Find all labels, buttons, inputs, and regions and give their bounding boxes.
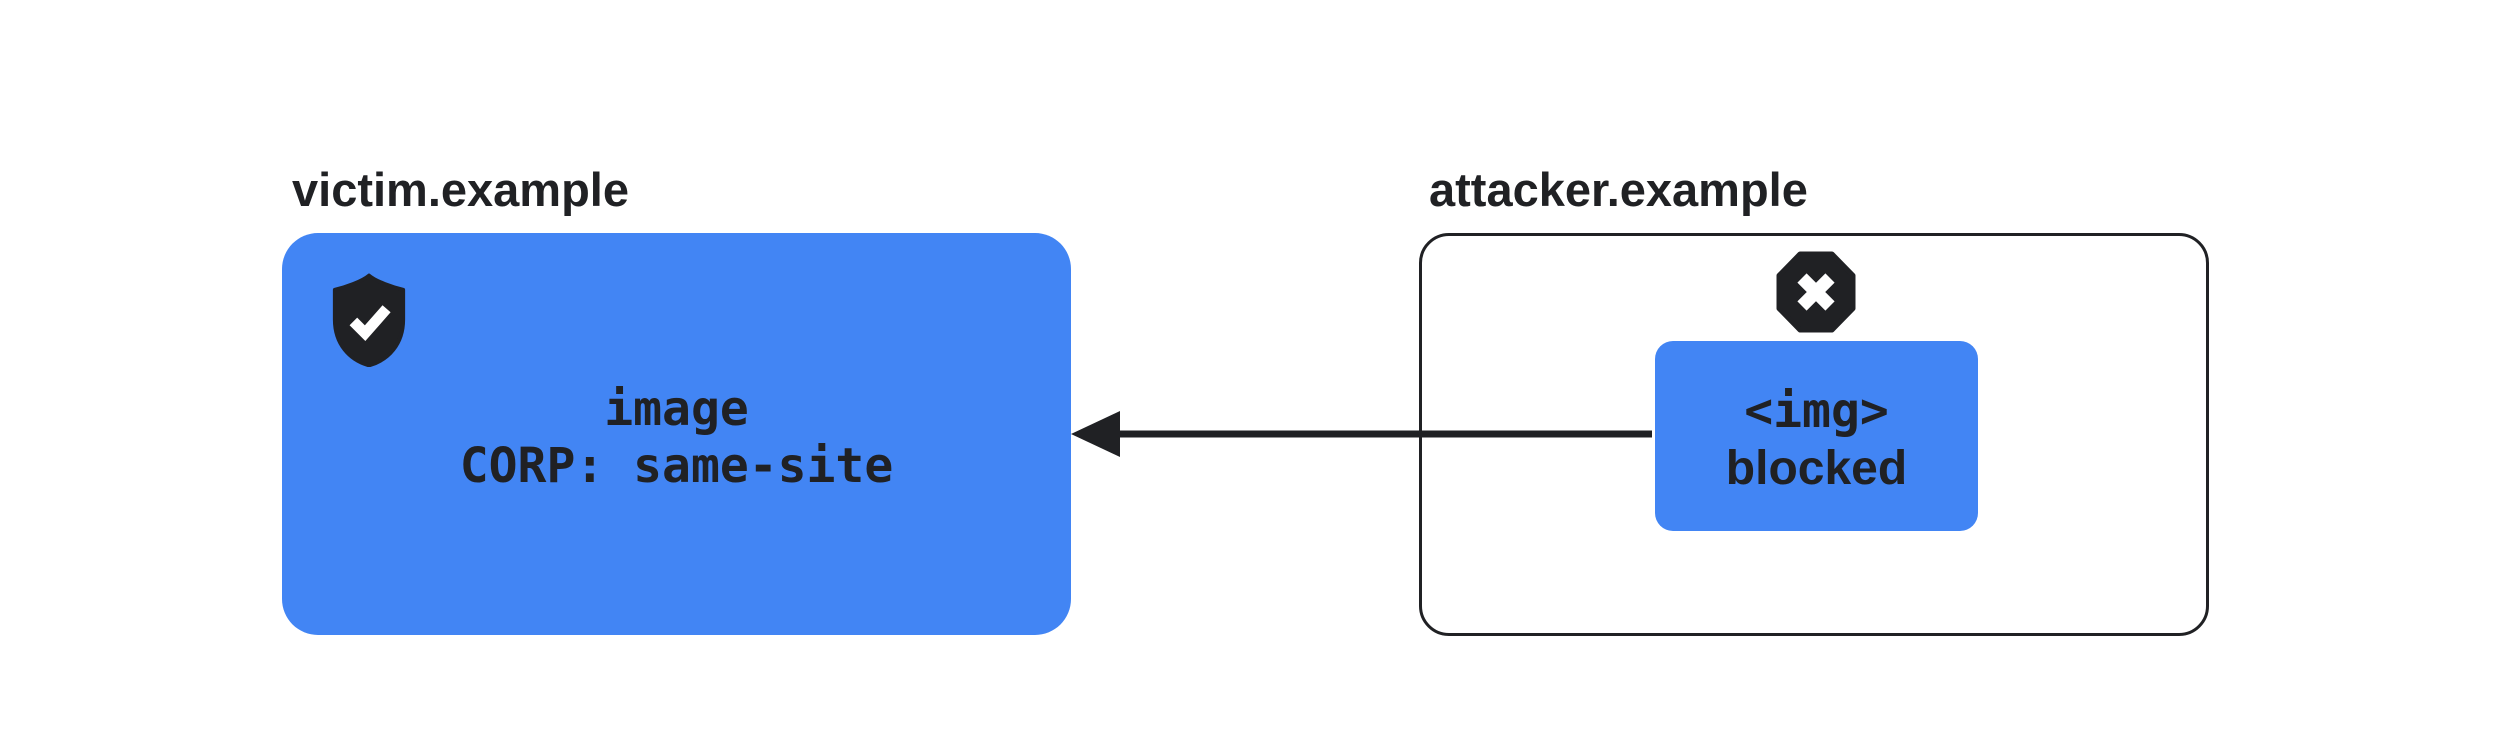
victim-corp-header: CORP: same-site: [459, 438, 894, 494]
victim-resource-text: image CORP: same-site: [282, 381, 1071, 495]
attacker-site-box: <img> blocked: [1419, 233, 2209, 636]
shield-check-icon: [332, 273, 406, 367]
blocked-octagon-icon: [1776, 251, 1856, 333]
victim-resource-type: image: [604, 381, 749, 437]
victim-domain-label: victim.example: [292, 163, 630, 216]
img-request-box: <img> blocked: [1655, 341, 1978, 531]
attacker-domain-label: attacker.example: [1429, 163, 1808, 216]
victim-site-box: image CORP: same-site: [282, 233, 1071, 635]
img-tag-label: <img>: [1744, 383, 1889, 439]
request-arrow: [1071, 411, 1652, 457]
blocked-label: blocked: [1725, 442, 1908, 495]
img-request-text: <img> blocked: [1655, 383, 1978, 497]
